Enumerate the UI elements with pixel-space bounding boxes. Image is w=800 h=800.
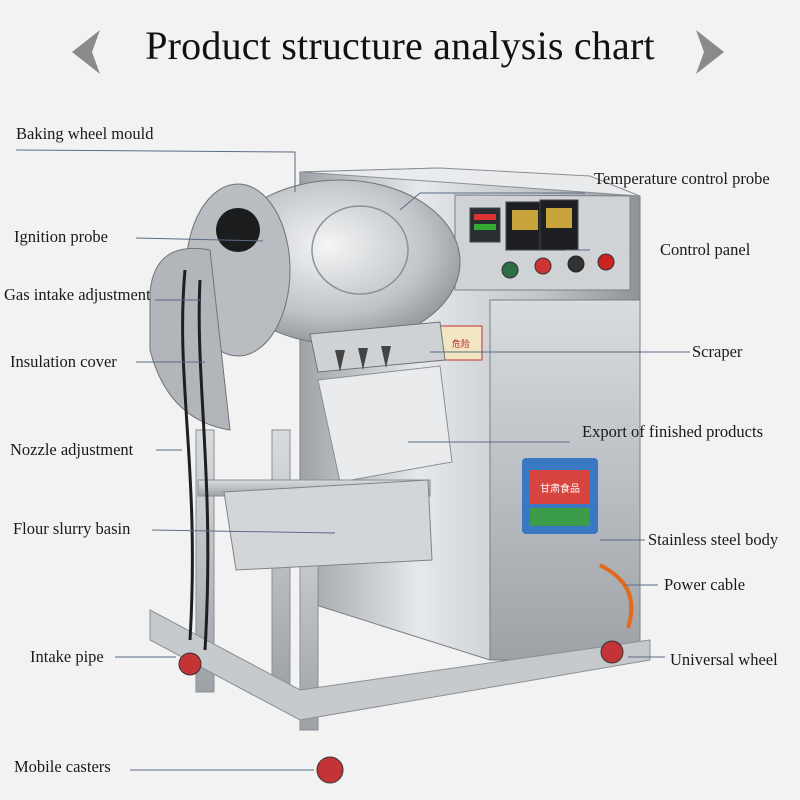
label-power-cable: Power cable <box>664 575 746 594</box>
label-ignition-probe: Ignition probe <box>14 227 108 246</box>
label-control-panel: Control panel <box>660 240 751 259</box>
warning-label: 危险 <box>439 325 483 361</box>
label-intake-pipe: Intake pipe <box>30 647 104 666</box>
label-scraper: Scraper <box>692 342 743 361</box>
power-cable <box>599 563 634 629</box>
control-panel <box>454 194 631 291</box>
label-export-of-finished-products: Export of finished products <box>582 422 764 441</box>
export-chute <box>317 365 453 483</box>
scraper-plate <box>309 321 446 373</box>
chevron-left-icon[interactable] <box>68 28 104 76</box>
insulation-cover <box>149 247 231 431</box>
label-universal-wheel: Universal wheel <box>670 650 778 669</box>
svg-text:危险: 危险 <box>452 338 470 350</box>
svg-text:甘肃食品: 甘肃食品 <box>540 482 580 495</box>
label-gas-intake-adjustment: Gas intake adjustment <box>4 285 151 304</box>
label-temperature-control-probe: Temperature control probe <box>594 169 770 188</box>
label-stainless-steel-body: Stainless steel body <box>648 530 779 549</box>
leader-lines <box>15 149 690 771</box>
label-insulation-cover: Insulation cover <box>10 352 117 371</box>
product-sticker: 甘肃食品 <box>522 458 598 534</box>
label-mobile-casters: Mobile casters <box>14 757 111 776</box>
label-flour-slurry-basin: Flour slurry basin <box>13 519 131 538</box>
hoses <box>181 269 210 651</box>
label-baking-wheel-mould: Baking wheel mould <box>16 124 154 143</box>
label-nozzle-adjustment: Nozzle adjustment <box>10 440 134 459</box>
page-title: Product structure analysis chart <box>145 23 655 68</box>
chevron-right-icon[interactable] <box>692 28 728 76</box>
casters <box>178 640 624 784</box>
flour-slurry-basin <box>223 479 433 571</box>
